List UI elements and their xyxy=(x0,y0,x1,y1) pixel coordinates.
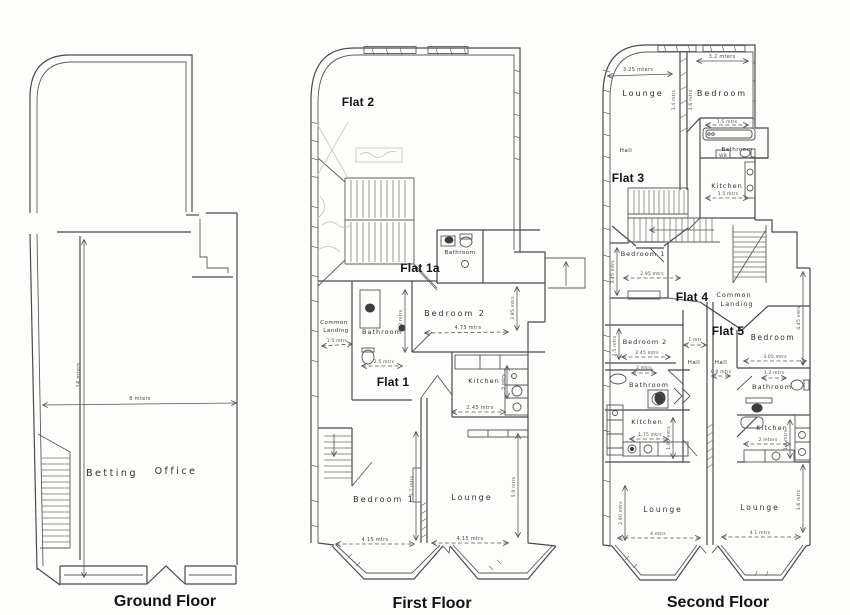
second-fixtures xyxy=(606,127,811,463)
dim-label-bedroom1-w: 4.15 mtrs xyxy=(362,537,389,543)
dim-label-bedroom3-h: 3.6 mtrs xyxy=(688,89,694,110)
room-label-2f-landing-2: Landing xyxy=(721,300,754,308)
dim-label-2f-bedroom1-w: 2.95 mtrs xyxy=(640,271,664,277)
room-label-bathroom-1a: Bathroom xyxy=(444,250,475,256)
dim-label-ground-height: 14 mters xyxy=(76,362,82,387)
dim-label-kitchen4-h: 1.95 mtrs xyxy=(666,426,672,450)
dim-label-lounge-h: 5.9 mtrs xyxy=(511,476,517,497)
first-bays xyxy=(317,542,557,580)
dim-label-bathroom1-h: 2.2 mtrs xyxy=(398,309,404,330)
label-wb: WB xyxy=(719,153,727,159)
room-label-bathroom3: Bathroom xyxy=(721,147,752,153)
room-label-bedroom5: Bedroom xyxy=(751,333,795,342)
first-stairs xyxy=(317,157,438,479)
room-label-bathroom-1: Bathroom xyxy=(362,328,402,336)
dim-label-bedroom5-h: 4.45 mtrs xyxy=(796,306,802,330)
second-floor-plan: 3.25 mters 3.4 mtrs 3.2 mters 3.6 mtrs 1… xyxy=(602,44,811,611)
room-label-2f-bedroom1: Bedroom 1 xyxy=(621,250,666,258)
room-label-2f-bedroom2: Bedroom 2 xyxy=(623,338,668,346)
dim-label-lounge3-h: 3.4 mtrs xyxy=(671,89,677,110)
ground-floor-plan: 8 mters 14 mters Betting Office Ground F… xyxy=(29,54,238,610)
dim-label-ground-width: 8 mters xyxy=(129,396,151,402)
dim-label-bathroom5: 1.2 mtrs xyxy=(764,370,785,376)
first-walls xyxy=(310,46,586,543)
dim-label-kitchen3: 1.5 mtrs xyxy=(718,191,739,197)
dim-label-bathroom4: 2 mtrs xyxy=(636,365,652,371)
room-label-landing-1: Common xyxy=(320,320,348,326)
dim-label-lounge-w: 4.15 mtrs xyxy=(457,536,484,542)
dim-label-lounge5-h: 3.6 mtrs xyxy=(796,489,802,510)
first-dimensions: 1.5 mtrs 2.5 mtrs 2.2 mtrs 4.75 mtrs 2.8… xyxy=(322,287,518,544)
flat-label-flat2: Flat 2 xyxy=(342,95,375,109)
caption-first-floor: First Floor xyxy=(392,595,471,612)
room-label-lounge4: Lounge xyxy=(643,505,683,514)
room-label-bathroom4: Bathroom xyxy=(629,381,669,389)
room-label-hall5: Hall xyxy=(715,360,728,366)
room-label-2f-landing-1: Common xyxy=(716,291,751,299)
ground-walls xyxy=(29,54,238,586)
second-dimensions: 3.25 mters 3.4 mtrs 3.2 mters 3.6 mtrs 1… xyxy=(608,54,806,540)
dim-label-bathroom3: 1.5 mtrs xyxy=(717,119,738,125)
dim-label-lounge3-w: 3.25 mters xyxy=(623,67,653,73)
ground-stairs xyxy=(37,433,71,549)
dim-label-2f-bedroom2-h: 2.5 mtrs xyxy=(612,335,618,356)
dim-label-lounge4-w: 4 mtrs xyxy=(650,531,666,537)
flat-label-flat5: Flat 5 xyxy=(712,324,745,338)
dim-label-kitchen-h: 3 mtrs xyxy=(501,374,507,390)
room-label-bedroom3: Bedroom xyxy=(697,89,747,98)
dim-label-hall4: 1 mtr xyxy=(688,337,701,343)
dim-label-lounge5-w: 4.1 mtrs xyxy=(750,530,771,536)
dim-label-bedroom5-w: 3.05 mtrs xyxy=(763,354,787,360)
dim-label-landing: 1.5 mtrs xyxy=(327,338,348,344)
room-label-lounge5: Lounge xyxy=(740,503,780,512)
room-label-betting: Betting xyxy=(86,468,138,479)
dim-label-kitchen5-h: 1.8 mtrs xyxy=(783,429,789,450)
dim-label-kitchen-w: 2.45 mtrs xyxy=(467,405,494,411)
flat-label-flat1: Flat 1 xyxy=(377,375,410,389)
first-scribbles xyxy=(315,121,403,253)
dim-label-wall-h: 5.7 mtrs xyxy=(409,475,415,496)
dim-label-2f-bedroom2-w: 2.45 mtrs xyxy=(635,350,659,356)
room-label-kitchen3: Kitchen xyxy=(711,182,742,190)
room-label-bathroom5: Bathroom xyxy=(752,383,792,391)
second-stairs xyxy=(627,187,767,284)
dim-label-bedroom2-h: 2.85 mtrs xyxy=(510,296,516,320)
room-label-hall3: Hall xyxy=(620,148,633,154)
room-label-bedroom-1: Bedroom 1 xyxy=(353,495,415,504)
room-label-bedroom-2: Bedroom 2 xyxy=(424,309,486,318)
room-label-lounge3: Lounge xyxy=(622,89,663,98)
room-label-office: Office xyxy=(155,466,198,477)
flat-label-flat4: Flat 4 xyxy=(676,290,709,304)
first-floor-plan: 1.5 mtrs 2.5 mtrs 2.2 mtrs 4.75 mtrs 2.8… xyxy=(310,46,586,612)
dim-label-bathroom1-w: 2.5 mtrs xyxy=(374,359,395,365)
room-label-kitchen: Kitchen xyxy=(468,377,499,385)
caption-ground-floor: Ground Floor xyxy=(114,593,216,610)
caption-second-floor: Second Floor xyxy=(667,594,769,611)
ground-dimensions: 8 mters 14 mters xyxy=(43,240,236,577)
dim-label-kitchen5-w: 2 mters xyxy=(759,437,778,443)
first-fixtures xyxy=(359,233,529,416)
dim-label-lounge4-h: 2.90 mtrs xyxy=(618,501,624,525)
second-bays xyxy=(602,544,811,581)
dim-label-2f-bedroom1-h: 3.45 mtrs xyxy=(610,260,616,284)
dim-label-hall5: 0.9 mtrs xyxy=(711,369,732,375)
flat-label-flat3: Flat 3 xyxy=(612,171,645,185)
flat-label-flat1a: Flat 1a xyxy=(400,261,440,275)
room-label-lounge: Lounge xyxy=(451,493,492,502)
second-walls xyxy=(602,44,811,545)
room-label-landing-2: Landing xyxy=(323,328,348,334)
room-label-kitchen5: Kitchen xyxy=(756,424,787,432)
dim-label-bedroom3-w: 3.2 mters xyxy=(709,54,736,60)
dim-label-kitchen4-w: 1.75 mtrs xyxy=(638,432,662,438)
dim-label-bedroom2-w: 4.75 mtrs xyxy=(455,325,482,331)
room-label-hall4: Hall xyxy=(688,360,701,366)
room-label-kitchen4: Kitchen xyxy=(631,418,662,426)
